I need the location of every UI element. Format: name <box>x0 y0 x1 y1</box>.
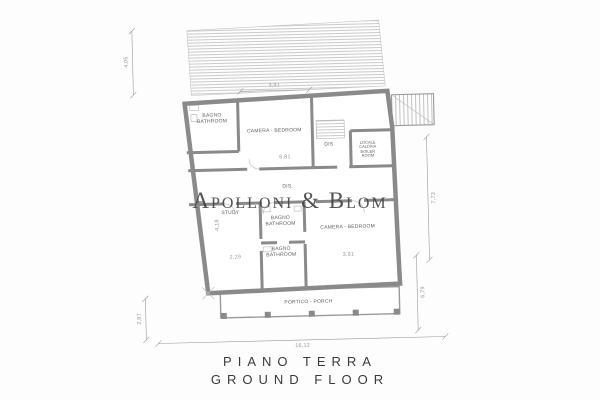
title-block: PIANO TERRA GROUND FLOOR <box>0 354 600 387</box>
interior-walls <box>186 94 396 289</box>
plan-title-english: GROUND FLOOR <box>210 372 390 387</box>
bathroom-fixtures <box>189 105 302 253</box>
door-arcs <box>224 159 365 215</box>
dimension-lines <box>128 27 449 347</box>
watermark: Apolloni & Blom <box>192 188 388 213</box>
portico-outline <box>219 285 401 319</box>
entry-steps <box>315 119 345 139</box>
corner-cross-mark <box>201 286 215 300</box>
plan-title-italian: PIANO TERRA <box>223 354 377 369</box>
roof-hatch-area <box>186 19 386 96</box>
exterior-stair <box>390 93 435 127</box>
